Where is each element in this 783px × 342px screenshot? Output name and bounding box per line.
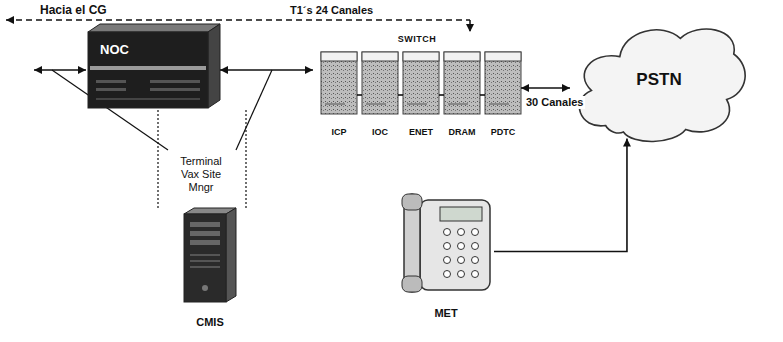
node-text: PDTC (491, 127, 516, 137)
node-text: MET (434, 307, 457, 320)
switch-module: PDTC (485, 52, 521, 138)
node-text: PSTN (636, 70, 681, 90)
switch-frame: SWITCH ICP IOC ENET DRAM PDTC (313, 32, 521, 144)
double-arrow (34, 70, 86, 71)
connector (521, 87, 570, 89)
cmis-tower-icon (184, 208, 236, 302)
connector (480, 94, 485, 96)
node-text: DRAM (449, 127, 476, 137)
dashed-trunk (6, 20, 470, 32)
annotation-label: Hacia el CG (40, 3, 107, 17)
switch-module: ICP (321, 52, 357, 138)
node-text: SWITCH (398, 34, 437, 44)
noc-server-icon (88, 24, 220, 108)
leader-lines (52, 70, 272, 208)
node-text: ICP (331, 127, 346, 137)
annotation-label: T1´s 24 Canales (290, 4, 373, 17)
connector (494, 139, 627, 252)
noc-server: NOC (88, 32, 220, 108)
node-text: CMIS (196, 316, 224, 329)
connector (439, 94, 444, 96)
annotation-label: Terminal Vax Site Mngr (174, 155, 228, 195)
switch-module: DRAM (444, 52, 480, 138)
switch-module-icons (321, 52, 521, 114)
node-text: IOC (372, 127, 388, 137)
switch-module: ENET (403, 52, 439, 138)
switch-module: IOC (362, 52, 398, 138)
met-phone: MET (398, 175, 494, 322)
node-text: NOC (100, 43, 129, 58)
cmis-computer: CMIS (178, 206, 242, 330)
phone-icon (402, 194, 490, 292)
pstn-cloud: PSTN (570, 15, 748, 145)
connector (357, 94, 362, 96)
node-text: ENET (409, 127, 433, 137)
connector (398, 94, 403, 96)
connector (220, 69, 313, 71)
connector-label: 30 Canales (524, 96, 585, 109)
